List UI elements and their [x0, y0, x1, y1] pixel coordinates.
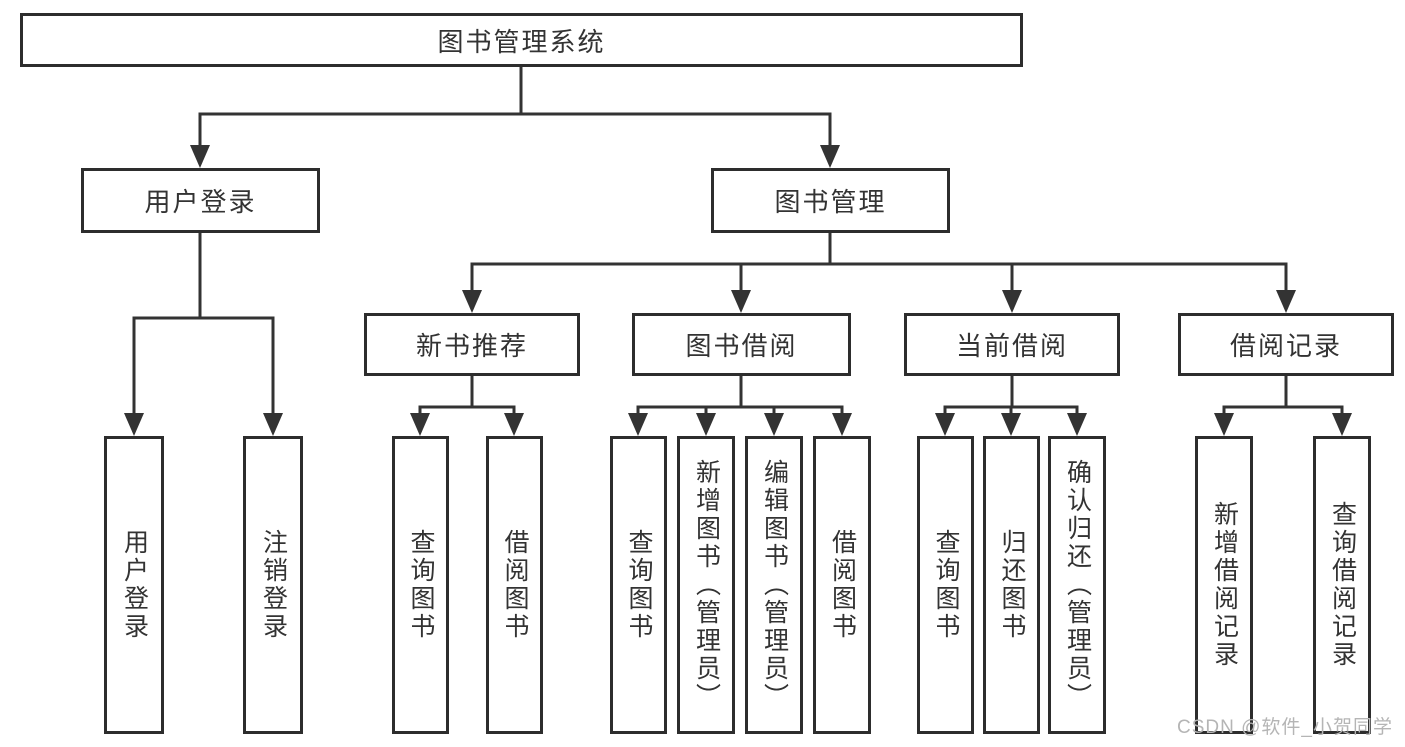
- node-book-management-label: 图书管理: [774, 187, 887, 217]
- leaf-add-book-admin: 新增图书（管理员）: [677, 436, 735, 734]
- connector-new-book-recommend: [410, 376, 524, 436]
- leaf-query-books-recommend-label: 查询图书: [407, 529, 435, 641]
- arrowhead-icon: [1214, 413, 1234, 436]
- arrowhead-icon: [764, 413, 784, 436]
- node-root-label: 图书管理系统: [437, 26, 606, 57]
- arrowhead-icon: [1001, 413, 1021, 436]
- connector-book-borrow: [628, 376, 852, 436]
- leaf-query-books-current: 查询图书: [917, 436, 974, 734]
- arrowhead-icon: [1067, 413, 1087, 436]
- arrowhead-icon: [935, 413, 955, 436]
- leaf-query-borrow-record: 查询借阅记录: [1313, 436, 1371, 734]
- arrowhead-icon: [820, 145, 840, 168]
- node-borrow-records: 借阅记录: [1178, 313, 1394, 376]
- leaf-query-books-recommend: 查询图书: [392, 436, 449, 734]
- arrowhead-icon: [1276, 290, 1296, 313]
- leaf-borrow-books-recommend-label: 借阅图书: [501, 529, 529, 641]
- leaf-return-book: 归还图书: [983, 436, 1040, 734]
- leaf-add-borrow-record: 新增借阅记录: [1195, 436, 1253, 734]
- arrowhead-icon: [410, 413, 430, 436]
- leaf-user-login: 用户登录: [104, 436, 164, 734]
- leaf-add-book-admin-label: 新增图书（管理员）: [692, 459, 721, 711]
- arrowhead-icon: [504, 413, 524, 436]
- leaf-borrow-books-borrow: 借阅图书: [813, 436, 871, 734]
- connector-book-management: [462, 233, 1296, 313]
- leaf-edit-book-admin: 编辑图书（管理员）: [745, 436, 803, 734]
- arrowhead-icon: [832, 413, 852, 436]
- connector-current-borrow: [935, 376, 1087, 436]
- node-new-book-recommend-label: 新书推荐: [415, 331, 528, 361]
- leaf-query-books-borrow: 查询图书: [610, 436, 667, 734]
- node-user-login: 用户登录: [81, 168, 320, 233]
- leaf-return-book-label: 归还图书: [998, 529, 1026, 641]
- leaf-borrow-books-recommend: 借阅图书: [486, 436, 543, 734]
- node-user-login-label: 用户登录: [144, 187, 257, 217]
- leaf-add-borrow-record-label: 新增借阅记录: [1210, 501, 1239, 669]
- node-new-book-recommend: 新书推荐: [364, 313, 580, 376]
- leaf-edit-book-admin-label: 编辑图书（管理员）: [760, 459, 789, 711]
- watermark: CSDN @软件_小贺同学: [1177, 717, 1393, 738]
- leaf-query-books-borrow-label: 查询图书: [625, 529, 653, 641]
- leaf-confirm-return-admin: 确认归还（管理员）: [1048, 436, 1106, 734]
- node-book-borrow: 图书借阅: [632, 313, 851, 376]
- leaf-logout: 注销登录: [243, 436, 303, 734]
- leaf-query-books-current-label: 查询图书: [932, 529, 960, 641]
- node-book-management: 图书管理: [711, 168, 950, 233]
- arrowhead-icon: [462, 290, 482, 313]
- arrowhead-icon: [1332, 413, 1352, 436]
- leaf-confirm-return-admin-label: 确认归还（管理员）: [1063, 459, 1092, 711]
- leaf-logout-label: 注销登录: [259, 529, 288, 641]
- leaf-user-login-label: 用户登录: [120, 529, 149, 641]
- arrowhead-icon: [628, 413, 648, 436]
- arrowhead-icon: [696, 413, 716, 436]
- node-root: 图书管理系统: [20, 13, 1023, 67]
- leaf-query-borrow-record-label: 查询借阅记录: [1328, 501, 1357, 669]
- arrowhead-icon: [1002, 290, 1022, 313]
- arrowhead-icon: [190, 145, 210, 168]
- connector-root: [190, 67, 840, 168]
- node-current-borrow: 当前借阅: [904, 313, 1120, 376]
- connector-user-login: [124, 233, 283, 436]
- node-book-borrow-label: 图书借阅: [685, 331, 798, 361]
- arrowhead-icon: [731, 290, 751, 313]
- node-borrow-records-label: 借阅记录: [1229, 331, 1342, 361]
- arrowhead-icon: [124, 413, 144, 436]
- connector-borrow-records: [1214, 376, 1352, 436]
- node-current-borrow-label: 当前借阅: [955, 331, 1068, 361]
- arrowhead-icon: [263, 413, 283, 436]
- leaf-borrow-books-borrow-label: 借阅图书: [828, 529, 857, 641]
